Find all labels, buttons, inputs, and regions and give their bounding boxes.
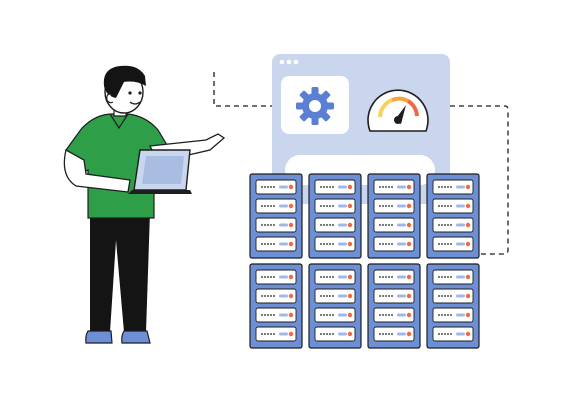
status-led bbox=[347, 331, 353, 337]
gear-tooth bbox=[311, 117, 319, 125]
laptop-icon bbox=[128, 149, 192, 194]
server-rack-grid bbox=[249, 173, 480, 349]
server-unit bbox=[432, 307, 474, 323]
server-unit bbox=[432, 236, 474, 252]
server-unit bbox=[373, 288, 415, 304]
window-dot bbox=[293, 59, 299, 65]
status-led bbox=[347, 241, 353, 247]
dashboard-window bbox=[272, 54, 450, 204]
status-led bbox=[465, 331, 471, 337]
status-led bbox=[288, 241, 294, 247]
pants bbox=[90, 212, 150, 332]
gear-tooth bbox=[296, 102, 304, 110]
status-led bbox=[347, 184, 353, 190]
server-rack-icon bbox=[426, 173, 480, 259]
server-unit bbox=[432, 269, 474, 285]
status-led bbox=[406, 274, 412, 280]
server-unit bbox=[432, 326, 474, 342]
server-rack-icon bbox=[308, 173, 362, 259]
status-led bbox=[465, 222, 471, 228]
server-unit bbox=[432, 217, 474, 233]
server-rack-icon bbox=[367, 173, 421, 259]
server-unit bbox=[255, 236, 297, 252]
status-led bbox=[347, 312, 353, 318]
server-unit bbox=[314, 198, 356, 214]
status-led bbox=[288, 184, 294, 190]
status-led bbox=[347, 203, 353, 209]
status-led bbox=[288, 331, 294, 337]
status-led bbox=[288, 222, 294, 228]
server-unit bbox=[373, 179, 415, 195]
window-dot bbox=[286, 59, 292, 65]
status-led bbox=[465, 203, 471, 209]
server-unit bbox=[255, 269, 297, 285]
status-led bbox=[347, 293, 353, 299]
status-led bbox=[288, 312, 294, 318]
dashed-connectors bbox=[213, 72, 509, 255]
gear-tooth bbox=[311, 87, 319, 95]
server-unit bbox=[314, 269, 356, 285]
server-unit bbox=[373, 198, 415, 214]
connector-left bbox=[213, 72, 272, 107]
server-unit bbox=[255, 217, 297, 233]
server-unit bbox=[255, 326, 297, 342]
server-unit bbox=[373, 269, 415, 285]
status-led bbox=[465, 274, 471, 280]
server-rack-icon bbox=[426, 263, 480, 349]
server-rack-icon bbox=[249, 263, 303, 349]
gear-icon bbox=[296, 87, 334, 125]
server-unit bbox=[255, 307, 297, 323]
server-unit bbox=[373, 307, 415, 323]
status-led bbox=[406, 184, 412, 190]
status-led bbox=[465, 241, 471, 247]
connector-right bbox=[450, 105, 509, 255]
status-led bbox=[288, 203, 294, 209]
server-rack-icon bbox=[249, 173, 303, 259]
server-rack-icon bbox=[367, 263, 421, 349]
hair bbox=[103, 65, 146, 98]
window-dot bbox=[279, 59, 285, 65]
status-led bbox=[465, 293, 471, 299]
server-unit bbox=[314, 179, 356, 195]
status-led bbox=[465, 184, 471, 190]
server-unit bbox=[314, 217, 356, 233]
left-shoe bbox=[85, 330, 113, 344]
status-led bbox=[347, 222, 353, 228]
server-unit bbox=[314, 326, 356, 342]
server-unit bbox=[373, 326, 415, 342]
server-unit bbox=[314, 288, 356, 304]
server-unit bbox=[432, 198, 474, 214]
gear-tooth bbox=[326, 102, 334, 110]
status-led bbox=[347, 274, 353, 280]
status-led bbox=[406, 222, 412, 228]
server-unit bbox=[373, 217, 415, 233]
status-led bbox=[406, 312, 412, 318]
server-unit bbox=[432, 179, 474, 195]
status-led bbox=[406, 293, 412, 299]
server-unit bbox=[432, 288, 474, 304]
status-led bbox=[406, 331, 412, 337]
settings-card bbox=[281, 76, 349, 134]
speedometer-icon bbox=[367, 89, 429, 132]
status-led bbox=[406, 241, 412, 247]
holding-arm bbox=[63, 149, 131, 193]
server-unit bbox=[255, 198, 297, 214]
status-led bbox=[288, 274, 294, 280]
server-unit bbox=[373, 236, 415, 252]
server-unit bbox=[314, 307, 356, 323]
status-led bbox=[406, 203, 412, 209]
server-rack-icon bbox=[308, 263, 362, 349]
person bbox=[63, 65, 226, 344]
server-unit bbox=[255, 179, 297, 195]
server-unit bbox=[314, 236, 356, 252]
head bbox=[103, 65, 146, 114]
right-shoe bbox=[121, 330, 151, 344]
status-led bbox=[465, 312, 471, 318]
server-unit bbox=[255, 288, 297, 304]
status-led bbox=[288, 293, 294, 299]
